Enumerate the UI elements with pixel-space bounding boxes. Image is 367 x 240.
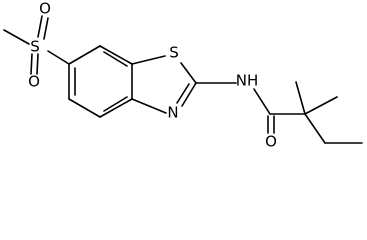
bond-sulfonyl-o1-b — [43, 17, 49, 40]
bond-benzene-2 — [68, 98, 101, 118]
atom-label-sulfonyl-s: S — [30, 38, 40, 56]
atom-label-thiazole-s: S — [169, 44, 179, 62]
atom-label-sulfonyl-o2: O — [28, 73, 40, 91]
bond-benzene-6 — [68, 45, 101, 65]
atom-label-sulfonyl-o1: O — [39, 0, 51, 18]
bond-thiazole-c2-n-inner — [176, 83, 190, 104]
bond-sulfonyl-o2-b — [36, 53, 39, 75]
atom-label-thiazole-n: N — [167, 104, 178, 122]
bond-sulfonyl-o2-a — [30, 53, 33, 75]
bond-thiazole-s-c2 — [180, 62, 197, 84]
chemical-structure-diagram: S O O S N NH O — [3, 0, 363, 151]
bond-sulfonyl-o1-a — [37, 15, 43, 38]
bond-quaternary-ethyl — [304, 113, 326, 144]
bond-thiazole-c-s — [131, 55, 166, 65]
bond-thiazole-c2-n — [181, 82, 197, 107]
bond-sulfonyl-ring — [47, 50, 70, 65]
atom-label-amide-nh: NH — [236, 72, 259, 90]
bond-methyl-sulfonyl — [3, 29, 30, 45]
bond-quaternary-methyl-1 — [295, 81, 306, 115]
bond-quaternary-methyl-2 — [304, 96, 338, 115]
bond-benzene-5 — [99, 45, 133, 65]
bond-nh-carbonyl — [253, 88, 271, 115]
bond-benzene-3 — [99, 98, 133, 118]
bond-thiazole-n-c — [131, 98, 167, 114]
atom-label-carbonyl-o: O — [265, 133, 277, 151]
bond-benzene-inner-2 — [103, 96, 128, 112]
bond-benzene-inner-3 — [103, 51, 128, 67]
